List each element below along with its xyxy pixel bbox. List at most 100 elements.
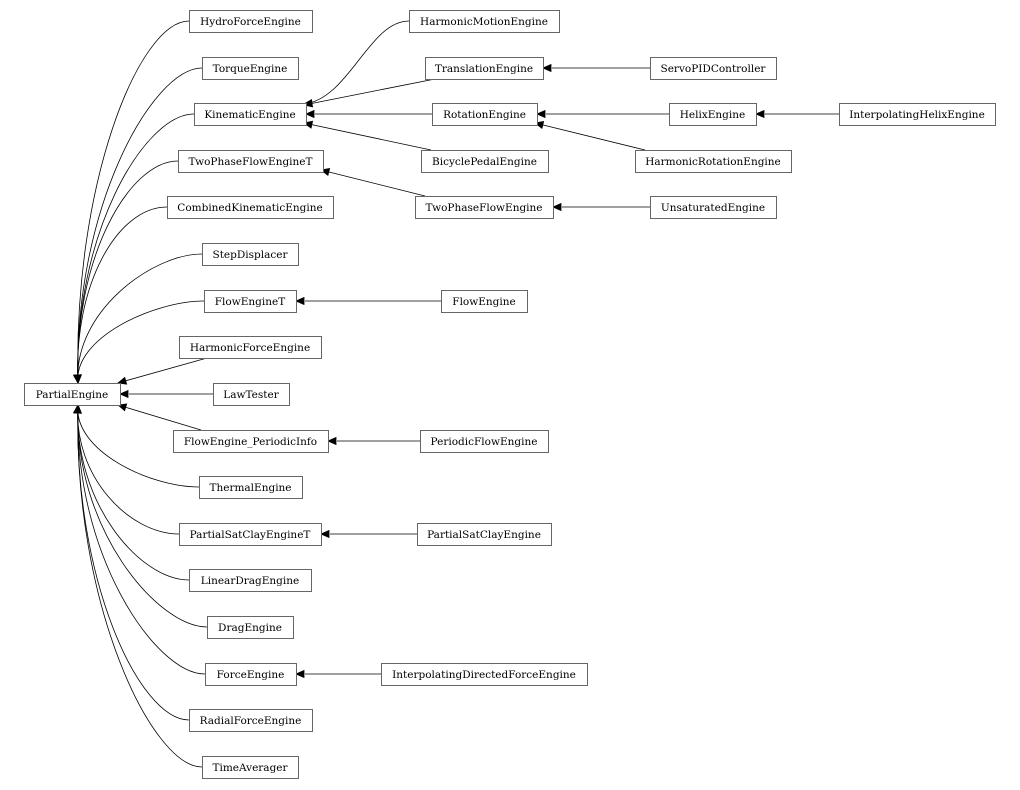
node-two-phase-flow-engine-t[interactable]: TwoPhaseFlowEngineT — [178, 150, 324, 173]
edge-step-displacer-to-partial-engine — [77, 253, 203, 384]
edge-radial-force-engine-to-partial-engine — [77, 404, 190, 721]
node-box-unsaturated-engine — [650, 196, 777, 219]
edge-drag-engine-to-partial-engine — [77, 404, 208, 628]
node-box-combined-kinematic-engine — [167, 196, 334, 219]
node-combined-kinematic-engine[interactable]: CombinedKinematicEngine — [167, 196, 334, 219]
node-label-two-phase-flow-engine-t: TwoPhaseFlowEngineT — [188, 156, 312, 168]
node-bicycle-pedal-engine[interactable]: BicyclePedalEngine — [421, 150, 549, 173]
node-label-rotation-engine: RotationEngine — [443, 109, 526, 121]
node-label-partial-sat-clay-engine: PartialSatClayEngine — [427, 529, 541, 541]
node-rotation-engine[interactable]: RotationEngine — [432, 103, 538, 126]
node-box-translation-engine — [425, 57, 544, 80]
node-box-radial-force-engine — [189, 709, 313, 732]
node-flow-engine-t[interactable]: FlowEngineT — [204, 290, 297, 313]
node-harmonic-motion-engine[interactable]: HarmonicMotionEngine — [409, 10, 560, 33]
node-two-phase-flow-engine[interactable]: TwoPhaseFlowEngine — [415, 196, 554, 219]
node-box-flow-engine-periodic-info — [173, 430, 329, 453]
edge-translation-engine-to-kinematic-engine — [303, 78, 436, 106]
node-step-displacer[interactable]: StepDisplacer — [202, 243, 299, 266]
edge-hydro-force-engine-to-partial-engine — [77, 20, 190, 384]
node-torque-engine[interactable]: TorqueEngine — [202, 57, 299, 80]
node-box-flow-engine-t — [204, 290, 297, 313]
node-partial-sat-clay-engine-t[interactable]: PartialSatClayEngineT — [179, 523, 322, 546]
arrowhead-time-averager-to-partial-engine — [73, 404, 82, 414]
node-label-partial-engine: PartialEngine — [36, 389, 109, 401]
node-label-unsaturated-engine: UnsaturatedEngine — [661, 202, 765, 214]
node-box-bicycle-pedal-engine — [421, 150, 549, 173]
node-label-law-tester: LawTester — [223, 389, 279, 401]
node-box-periodic-flow-engine — [420, 430, 549, 453]
edge-harmonic-force-engine-to-partial-engine — [117, 357, 208, 384]
node-time-averager[interactable]: TimeAverager — [202, 756, 299, 779]
node-label-partial-sat-clay-engine-t: PartialSatClayEngineT — [190, 529, 311, 541]
node-box-partial-sat-clay-engine-t — [179, 523, 322, 546]
node-box-kinematic-engine — [194, 103, 307, 126]
node-helix-engine[interactable]: HelixEngine — [669, 103, 757, 126]
node-label-servo-pid-controller: ServoPIDController — [661, 63, 767, 75]
node-label-step-displacer: StepDisplacer — [213, 249, 289, 261]
node-interpolating-helix-engine[interactable]: InterpolatingHelixEngine — [839, 103, 996, 126]
node-label-torque-engine: TorqueEngine — [213, 63, 288, 75]
arrowhead-flow-engine-to-flow-engine-t — [295, 296, 305, 306]
node-linear-drag-engine[interactable]: LinearDragEngine — [189, 569, 312, 592]
edge-combined-kinematic-engine-to-partial-engine — [77, 206, 168, 384]
node-law-tester[interactable]: LawTester — [213, 383, 290, 406]
node-partial-engine[interactable]: PartialEngine — [24, 383, 121, 406]
node-label-flow-engine: FlowEngine — [452, 296, 515, 308]
node-box-torque-engine — [202, 57, 299, 80]
node-harmonic-force-engine[interactable]: HarmonicForceEngine — [179, 336, 322, 359]
node-box-flow-engine — [441, 290, 528, 313]
arrowhead-servo-pid-controller-to-translation-engine — [542, 63, 552, 73]
node-radial-force-engine[interactable]: RadialForceEngine — [189, 709, 313, 732]
arrowhead-law-tester-to-partial-engine — [119, 389, 129, 399]
node-force-engine[interactable]: ForceEngine — [205, 663, 297, 686]
node-periodic-flow-engine[interactable]: PeriodicFlowEngine — [420, 430, 549, 453]
node-servo-pid-controller[interactable]: ServoPIDController — [650, 57, 777, 80]
node-box-harmonic-force-engine — [179, 336, 322, 359]
arrowhead-unsaturated-engine-to-two-phase-flow-engine — [552, 202, 562, 212]
edge-harmonic-motion-engine-to-kinematic-engine — [303, 20, 410, 105]
node-box-thermal-engine — [199, 476, 303, 499]
node-box-linear-drag-engine — [189, 569, 312, 592]
node-flow-engine[interactable]: FlowEngine — [441, 290, 528, 313]
node-box-interpolating-directed-force-engine — [381, 663, 588, 686]
node-kinematic-engine[interactable]: KinematicEngine — [194, 103, 307, 126]
node-box-force-engine — [205, 663, 297, 686]
node-label-harmonic-motion-engine: HarmonicMotionEngine — [420, 16, 548, 28]
node-unsaturated-engine[interactable]: UnsaturatedEngine — [650, 196, 777, 219]
edge-time-averager-to-partial-engine — [77, 404, 203, 768]
node-harmonic-rotation-engine[interactable]: HarmonicRotationEngine — [635, 150, 792, 173]
node-flow-engine-periodic-info[interactable]: FlowEngine_PeriodicInfo — [173, 430, 329, 453]
node-label-linear-drag-engine: LinearDragEngine — [201, 575, 300, 587]
node-translation-engine[interactable]: TranslationEngine — [425, 57, 544, 80]
node-hydro-force-engine[interactable]: HydroForceEngine — [189, 10, 313, 33]
node-thermal-engine[interactable]: ThermalEngine — [199, 476, 303, 499]
node-label-two-phase-flow-engine: TwoPhaseFlowEngine — [425, 202, 542, 214]
arrowhead-harmonic-force-engine-to-partial-engine — [117, 376, 128, 385]
node-label-harmonic-force-engine: HarmonicForceEngine — [190, 342, 310, 354]
edge-force-engine-to-partial-engine — [77, 404, 206, 675]
edge-flow-engine-t-to-partial-engine — [77, 300, 205, 384]
node-box-law-tester — [213, 383, 290, 406]
node-label-time-averager: TimeAverager — [212, 762, 288, 774]
node-box-rotation-engine — [432, 103, 538, 126]
node-layer: PartialEngine HydroForceEngineTorqueEngin… — [24, 10, 996, 779]
node-interpolating-directed-force-engine[interactable]: InterpolatingDirectedForceEngine — [381, 663, 588, 686]
edge-kinematic-engine-to-partial-engine — [77, 113, 195, 384]
node-label-thermal-engine: ThermalEngine — [209, 482, 291, 494]
node-label-translation-engine: TranslationEngine — [435, 63, 533, 75]
arrowhead-periodic-flow-engine-to-flow-engine-periodic-info — [327, 436, 337, 446]
edge-bicycle-pedal-engine-to-kinematic-engine — [303, 122, 432, 151]
node-box-hydro-force-engine — [189, 10, 313, 33]
edge-two-phase-flow-engine-to-two-phase-flow-engine-t — [320, 169, 426, 197]
node-box-interpolating-helix-engine — [839, 103, 996, 126]
edge-thermal-engine-to-partial-engine — [77, 404, 200, 488]
node-partial-sat-clay-engine[interactable]: PartialSatClayEngine — [417, 523, 552, 546]
node-drag-engine[interactable]: DragEngine — [207, 616, 294, 639]
edge-flow-engine-periodic-info-to-partial-engine — [117, 404, 202, 431]
node-box-harmonic-motion-engine — [409, 10, 560, 33]
edge-harmonic-rotation-engine-to-rotation-engine — [534, 122, 646, 151]
edge-partial-sat-clay-engine-t-to-partial-engine — [77, 404, 180, 535]
node-label-hydro-force-engine: HydroForceEngine — [200, 16, 301, 28]
node-label-force-engine: ForceEngine — [217, 669, 285, 681]
